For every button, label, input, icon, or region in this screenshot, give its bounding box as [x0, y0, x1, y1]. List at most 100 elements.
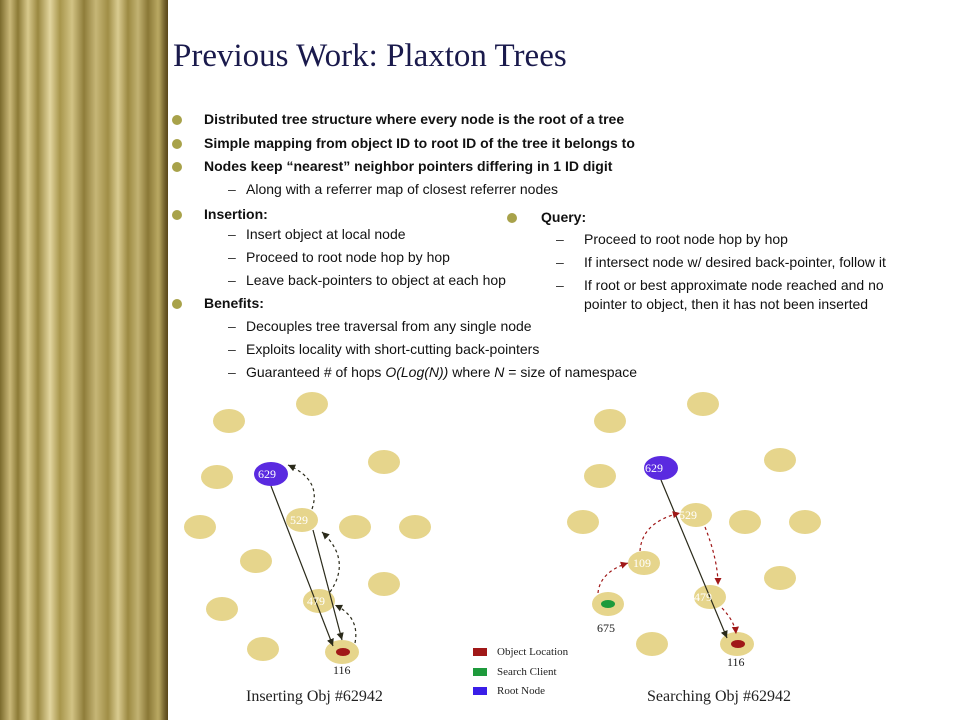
node-label: 529	[679, 508, 697, 522]
back-pointer-arrow	[334, 604, 357, 644]
search-client-mark	[601, 600, 615, 608]
node	[201, 465, 233, 489]
node	[399, 515, 431, 539]
legend-label: Root Node	[497, 685, 545, 697]
benefits-item: Exploits locality with short-cutting bac…	[246, 341, 540, 357]
bullet-dot	[507, 213, 517, 223]
guarantee-n: N	[494, 364, 505, 380]
path-arrow	[270, 485, 334, 647]
path-arrow	[660, 479, 728, 639]
node	[296, 392, 328, 416]
object-location-mark	[336, 648, 350, 656]
benefits-heading: Benefits:	[204, 295, 264, 311]
bullet-dot	[172, 139, 182, 149]
bullet-dot	[172, 115, 182, 125]
insertion-item: Insert object at local node	[246, 226, 406, 242]
guarantee-text: = size of namespace	[504, 364, 638, 380]
dash-glyph: –	[556, 254, 564, 270]
dash-glyph: –	[228, 226, 236, 242]
dash-glyph: –	[228, 318, 236, 334]
node-529	[680, 503, 712, 527]
node	[339, 515, 371, 539]
left-diagram-caption: Inserting Obj #62942	[246, 688, 383, 705]
query-arrow	[704, 526, 722, 586]
bullet-nearest-pointers: Nodes keep “nearest” neighbor pointers d…	[204, 158, 613, 174]
query-arrow	[597, 561, 629, 594]
node-label: 116	[333, 663, 351, 677]
guarantee-text: Guaranteed # of hops	[246, 364, 386, 380]
node-label: 116	[727, 655, 745, 669]
guarantee-bigo: O(Log(N))	[385, 364, 449, 380]
dash-glyph: –	[228, 364, 236, 380]
node	[240, 549, 272, 573]
node-label: 529	[290, 513, 308, 527]
back-pointer-arrow	[287, 464, 315, 510]
node-629-root	[644, 456, 678, 480]
dash-glyph: –	[228, 249, 236, 265]
sub-referrer-map: Along with a referrer map of closest ref…	[246, 181, 559, 197]
node-109	[628, 551, 660, 575]
query-item: Proceed to root node hop by hop	[584, 231, 788, 247]
insertion-item: Leave back-pointers to object at each ho…	[246, 272, 506, 288]
bullet-simple-mapping: Simple mapping from object ID to root ID…	[204, 135, 635, 151]
node	[368, 450, 400, 474]
back-pointer-arrow	[321, 531, 340, 593]
dash-glyph: –	[228, 181, 236, 197]
legend-swatch-root-node	[473, 687, 487, 695]
node	[687, 392, 719, 416]
object-location-mark	[731, 640, 745, 648]
query-item: If intersect node w/ desired back-pointe…	[584, 254, 886, 270]
node-529	[286, 508, 318, 532]
node	[594, 409, 626, 433]
guarantee-text: where	[448, 364, 495, 380]
node	[184, 515, 216, 539]
dash-glyph: –	[556, 277, 564, 293]
node	[213, 409, 245, 433]
left-background-nodes	[184, 392, 431, 661]
insertion-heading: Insertion:	[204, 206, 268, 222]
dash-glyph: –	[228, 272, 236, 288]
node-label: 629	[258, 467, 276, 481]
node-label: 479	[694, 590, 712, 604]
node	[368, 572, 400, 596]
legend-label: Object Location	[497, 646, 569, 658]
insertion-item: Proceed to root node hop by hop	[246, 249, 450, 265]
node-479	[303, 589, 335, 613]
legend-swatch-search-client	[473, 668, 487, 676]
node-label: 479	[307, 594, 325, 608]
node-label: 675	[597, 621, 615, 635]
node	[247, 637, 279, 661]
node	[764, 448, 796, 472]
query-item: If root or best approximate node reached…	[584, 277, 884, 293]
dash-glyph: –	[556, 231, 564, 247]
node	[584, 464, 616, 488]
bullet-dot	[172, 210, 182, 220]
legend-swatch-object-location	[473, 648, 487, 656]
query-heading: Query:	[541, 209, 587, 225]
benefits-guarantee: Guaranteed # of hops O(Log(N)) where N =…	[246, 364, 637, 380]
node	[764, 566, 796, 590]
node	[636, 632, 668, 656]
node	[206, 597, 238, 621]
path-arrow	[312, 529, 344, 641]
node	[729, 510, 761, 534]
benefits-item: Decouples tree traversal from any single…	[246, 318, 532, 334]
bullet-distributed-tree: Distributed tree structure where every n…	[204, 111, 625, 127]
node	[567, 510, 599, 534]
dash-glyph: –	[228, 341, 236, 357]
node-label: 629	[645, 461, 663, 475]
bullet-dot	[172, 299, 182, 309]
query-arrow	[639, 511, 681, 552]
node-629-root	[254, 462, 288, 486]
right-diagram-caption: Searching Obj #62942	[647, 688, 791, 705]
bullet-dot	[172, 162, 182, 172]
query-arrow	[721, 607, 739, 635]
query-item-cont: pointer to object, then it has not been …	[584, 296, 869, 312]
node-label: 109	[633, 556, 651, 570]
slide-title: Previous Work: Plaxton Trees	[173, 38, 567, 74]
right-background-nodes	[567, 392, 821, 656]
node	[789, 510, 821, 534]
legend-label: Search Client	[497, 666, 557, 678]
decorative-curtain	[0, 0, 168, 720]
